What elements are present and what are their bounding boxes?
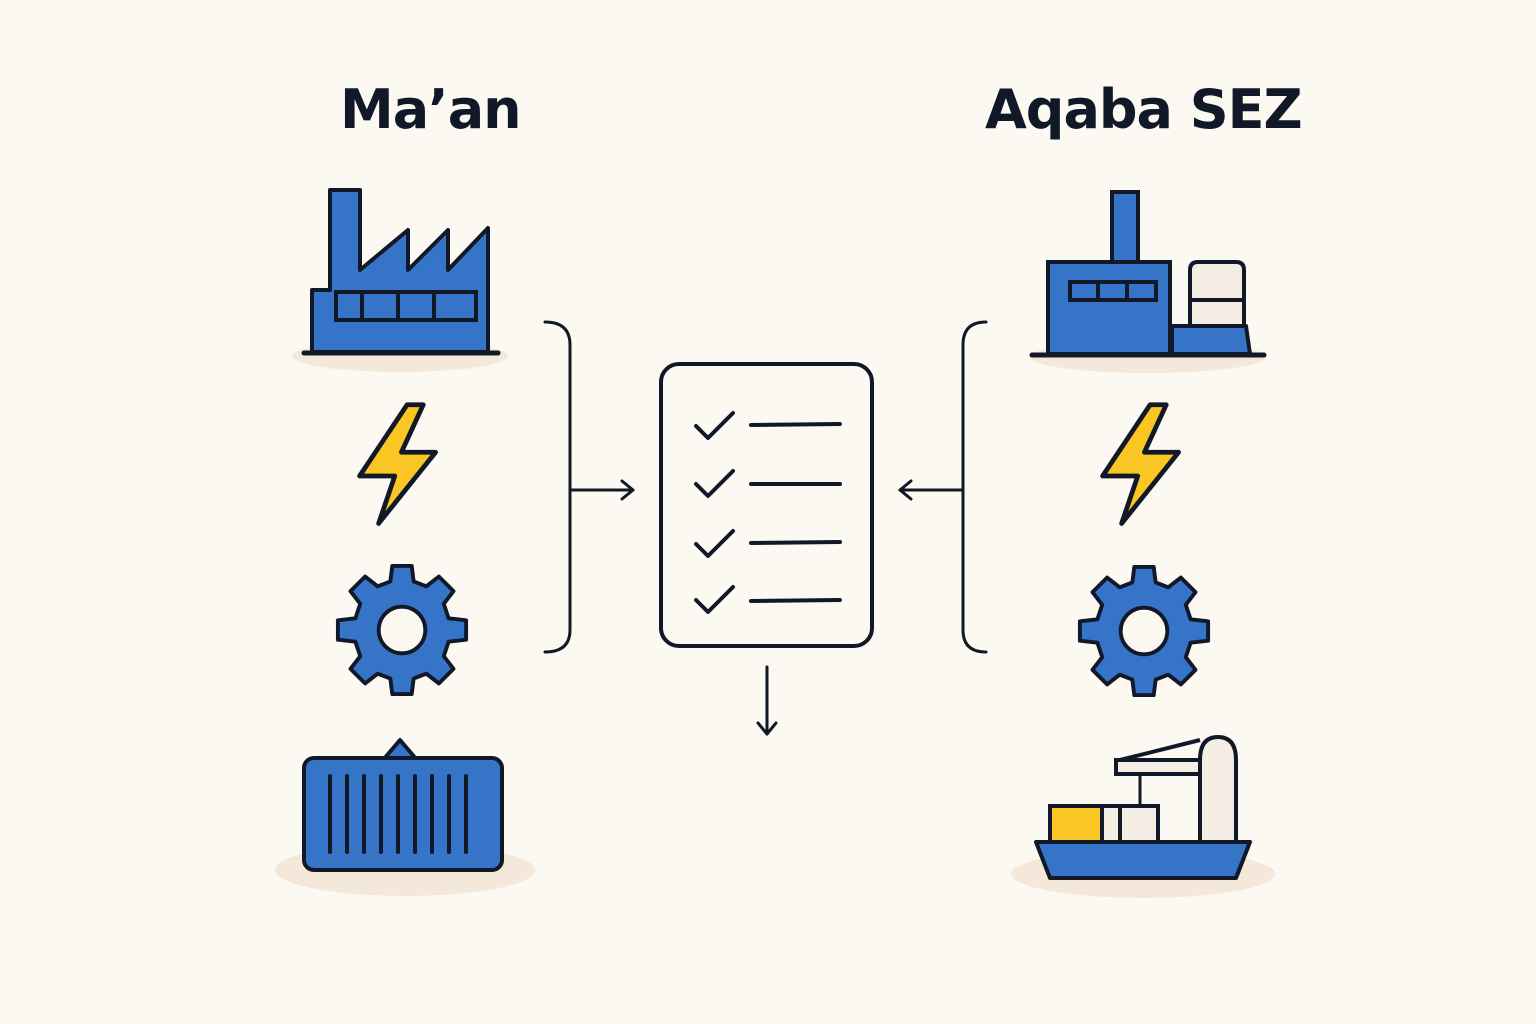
right-bracket-arrow: [898, 320, 988, 654]
gear-icon: [1077, 564, 1211, 698]
maan-title: Ma’an: [340, 78, 522, 141]
factory-icon: [292, 188, 508, 372]
left-bracket-arrow: [543, 320, 635, 654]
shipping-container-icon: [275, 738, 535, 896]
checklist-icon: [659, 362, 874, 648]
port-factory-icon: [1029, 190, 1267, 373]
gear-icon: [335, 563, 469, 697]
down-arrow: [756, 665, 778, 736]
lightning-bolt-icon: [1103, 405, 1179, 524]
lightning-bolt-icon: [360, 405, 436, 524]
cargo-ship-icon: [1011, 734, 1275, 898]
aqaba-sez-title: Aqaba SEZ: [985, 78, 1303, 141]
